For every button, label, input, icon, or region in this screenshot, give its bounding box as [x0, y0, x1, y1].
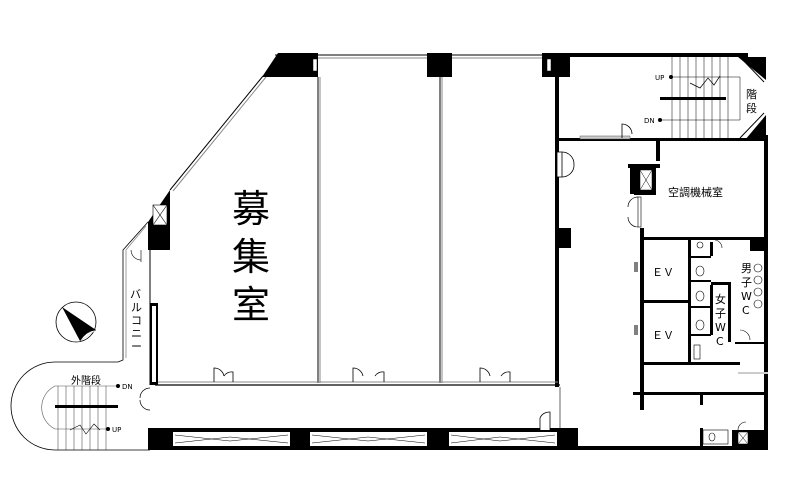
womens-wc-label: 女 子 W C — [715, 292, 726, 348]
vacancy-room[interactable]: 募 集 室 — [148, 53, 571, 387]
svg-text:子: 子 — [715, 307, 726, 320]
inner-stairs: UP DN 階 段 — [644, 56, 766, 140]
outer-stairs-label: 外階段 — [71, 374, 101, 387]
svg-text:コ: コ — [131, 314, 142, 327]
elevator-2-label: ＥＶ — [652, 329, 674, 342]
svg-text:C: C — [742, 304, 750, 317]
outer-stairs-down-label: DN — [122, 383, 133, 391]
vacancy-label-3: 室 — [232, 283, 270, 327]
balcony-label: バ ル コ ニ ー — [130, 288, 142, 353]
svg-text:W: W — [715, 321, 726, 334]
outer-stairs-up-label: UP — [112, 426, 121, 434]
svg-text:ニ: ニ — [131, 327, 142, 340]
svg-text:女: 女 — [715, 292, 726, 306]
stairs-label-1: 階 — [746, 87, 757, 101]
svg-text:バ: バ — [130, 288, 141, 301]
svg-text:W: W — [741, 290, 752, 303]
vacancy-label-1: 募 — [232, 187, 270, 231]
stairs-up-label: UP — [655, 74, 664, 82]
svg-text:C: C — [716, 335, 724, 348]
svg-text:子: 子 — [741, 276, 752, 289]
svg-text:ル: ル — [131, 301, 142, 314]
balcony: バ ル コ ニ ー — [117, 221, 151, 411]
outer-stairs: 外階段 DN UP — [10, 361, 160, 451]
vacancy-label-2: 集 — [232, 235, 270, 279]
stairs-label-2: 段 — [746, 101, 757, 115]
north-arrow-icon — [55, 301, 97, 343]
svg-text:ー: ー — [131, 340, 142, 353]
svg-text:男: 男 — [741, 262, 752, 275]
stairs-down-label: DN — [644, 117, 655, 125]
corridor — [150, 387, 768, 450]
core — [556, 53, 768, 450]
elevator-1-label: ＥＶ — [652, 266, 674, 279]
hvac-room-label: 空調機械室 — [668, 185, 723, 199]
mens-wc-label: 男 子 W C — [741, 262, 752, 317]
